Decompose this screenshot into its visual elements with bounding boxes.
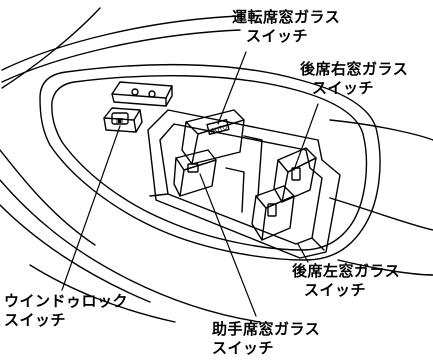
window-lock-switch: ▣ (103, 107, 143, 133)
label-window-lock-switch: ウインドゥロック スイッチ (4, 292, 128, 330)
label-line: スイッチ (246, 27, 309, 45)
rear-left-window-switch (251, 185, 295, 241)
label-passenger-window-switch: 助手席窓ガラス スイッチ (212, 320, 320, 358)
label-driver-window-switch: 運転席窓ガラス スイッチ (232, 8, 340, 46)
leader-rear-left (297, 243, 309, 263)
svg-text:▣: ▣ (116, 116, 124, 125)
leader-rear-right (293, 103, 319, 171)
label-rear-right-window-switch: 後席右窓ガラス スイッチ (300, 60, 408, 98)
passenger-window-switch (173, 149, 217, 197)
label-line: 後席左窓ガラス (292, 262, 401, 280)
label-line: スイッチ (4, 311, 67, 329)
rear-right-window-switch (273, 147, 317, 203)
label-line: 助手席窓ガラス (212, 320, 321, 338)
label-line: スイッチ (304, 281, 367, 299)
label-rear-left-window-switch: 後席左窓ガラス スイッチ (292, 262, 400, 300)
switch-dividers (225, 135, 263, 213)
door-trim-lines (0, 7, 433, 323)
driver-window-switch: AUTO (181, 109, 245, 165)
leader-passenger (199, 173, 257, 317)
label-line: 後席右窓ガラス (300, 60, 409, 78)
label-line: スイッチ (212, 339, 275, 357)
label-line: 運転席窓ガラス (232, 8, 341, 26)
door-lock-switch (111, 81, 173, 107)
auto-marking: AUTO (210, 124, 228, 135)
leader-lines (61, 51, 319, 317)
label-line: ウインドゥロック (4, 292, 129, 310)
leader-window-lock (61, 125, 121, 291)
label-line: スイッチ (312, 79, 375, 97)
leader-driver (217, 51, 247, 125)
